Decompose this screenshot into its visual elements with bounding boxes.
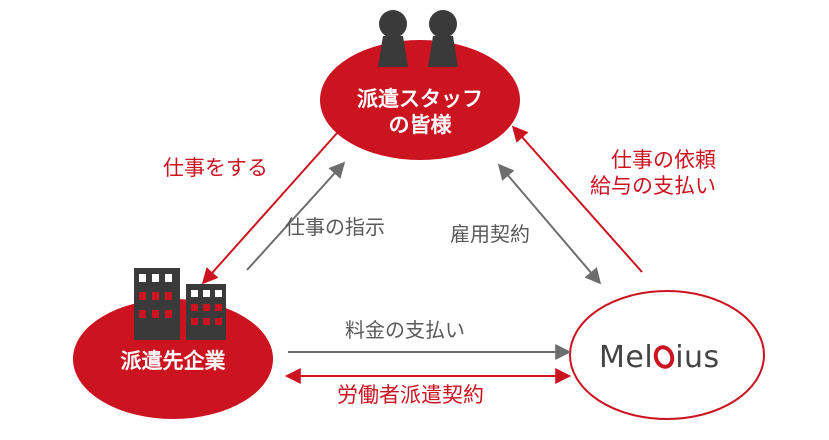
arrow-employment — [497, 163, 602, 285]
people-icon — [378, 10, 458, 67]
arrow-work — [201, 131, 339, 285]
logo-text-after: ius — [675, 340, 720, 375]
edge-label-work: 仕事をする — [163, 156, 268, 180]
edge-label-dispatch-contract: 労働者派遣契約 — [337, 383, 484, 407]
staff-label-line2: の皆様 — [388, 113, 452, 138]
logo-text-before: Mel — [599, 340, 654, 375]
staff-node-label: 派遣スタッフ の皆様 — [320, 86, 520, 139]
edge-label-request-line2: 給与の支払い — [590, 174, 716, 199]
staff-node — [320, 40, 520, 160]
edge-label-employment: 雇用契約 — [450, 222, 530, 246]
edge-label-request-line1: 仕事の依頼 — [611, 148, 716, 172]
edge-label-request: 仕事の依頼 給与の支払い — [590, 147, 716, 200]
staff-label-line1: 派遣スタッフ — [357, 87, 483, 111]
arrow-request — [511, 125, 643, 273]
client-node-label: 派遣先企業 — [120, 349, 226, 373]
building-icon — [134, 268, 226, 340]
arrow-instruction — [246, 161, 346, 271]
edge-label-instruction: 仕事の指示 — [285, 215, 385, 239]
edge-label-fee: 料金の支払い — [345, 318, 465, 342]
logo-mark-icon — [650, 342, 678, 372]
